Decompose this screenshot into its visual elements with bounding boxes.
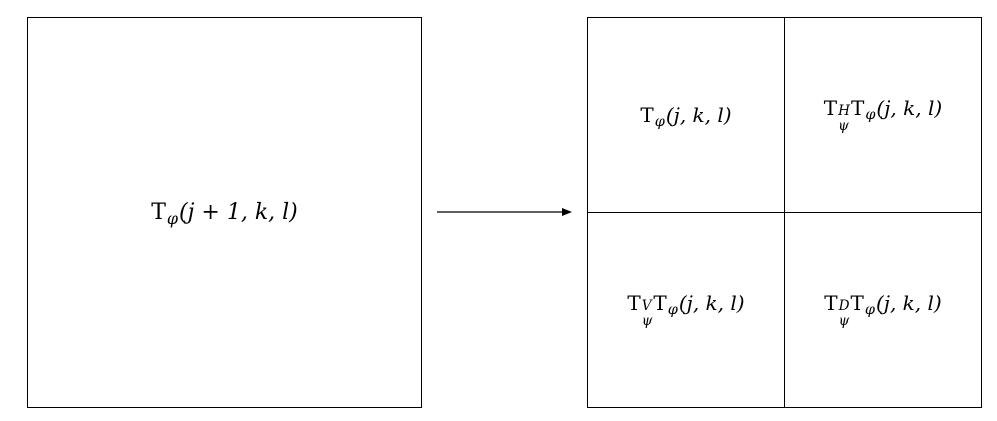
wavelet-scripts: V ψ <box>642 299 653 328</box>
horizontal-detail-quadrant: T H ψ T φ (j, k, l) <box>785 18 981 212</box>
approximation-expression: T φ (j, k, l) <box>640 102 732 130</box>
operator-subscript: φ <box>864 302 875 319</box>
wavelet-subscript: ψ <box>838 312 850 329</box>
horizontal-divider <box>588 212 981 213</box>
operator-subscript: φ <box>667 302 678 319</box>
operator-symbol: T <box>640 102 654 127</box>
wavelet-subscript: ψ <box>641 312 653 329</box>
operator-arguments: (j, k, l) <box>876 95 943 120</box>
wavelet-superscript: V <box>641 298 652 315</box>
input-block: T φ (j + 1, k, l) <box>27 17 422 408</box>
horizontal-detail-expression: T H ψ T φ (j, k, l) <box>824 98 942 133</box>
operator-symbol: T <box>653 290 667 315</box>
operator-arguments: (j, k, l) <box>665 102 732 127</box>
vertical-detail-expression: T V ψ T φ (j, k, l) <box>627 293 744 328</box>
input-expression: T φ (j + 1, k, l) <box>151 199 298 228</box>
operator-symbol: T <box>151 199 166 225</box>
diagonal-detail-quadrant: T D ψ T φ (j, k, l) <box>785 213 981 407</box>
operator-arguments: (j + 1, k, l) <box>179 199 298 225</box>
wavelet-superscript: H <box>838 103 850 120</box>
approximation-quadrant: T φ (j, k, l) <box>588 18 784 212</box>
wavelet-operator-symbol: T <box>824 290 838 315</box>
operator-arguments: (j, k, l) <box>678 290 745 315</box>
wavelet-scripts: D ψ <box>839 299 850 328</box>
wavelet-superscript: D <box>838 298 850 315</box>
diagonal-detail-expression: T D ψ T φ (j, k, l) <box>824 293 941 328</box>
wavelet-operator-symbol: T <box>627 290 641 315</box>
operator-symbol: T <box>850 290 864 315</box>
operator-subscript: φ <box>865 107 876 124</box>
wavelet-scripts: H ψ <box>838 104 850 133</box>
arrow-head <box>562 208 572 216</box>
vertical-detail-quadrant: T V ψ T φ (j, k, l) <box>588 213 784 407</box>
operator-subscript: φ <box>654 114 665 131</box>
operator-arguments: (j, k, l) <box>875 290 942 315</box>
wavelet-subscript: ψ <box>838 117 849 134</box>
wavelet-operator-symbol: T <box>823 95 838 120</box>
right-arrow-icon <box>437 208 572 216</box>
operator-symbol: T <box>851 95 865 120</box>
input-block-label: T φ (j + 1, k, l) <box>28 18 421 407</box>
operator-subscript: φ <box>166 208 179 228</box>
output-block: T φ (j, k, l) T H ψ T φ (j, k, l) T V <box>587 17 982 408</box>
